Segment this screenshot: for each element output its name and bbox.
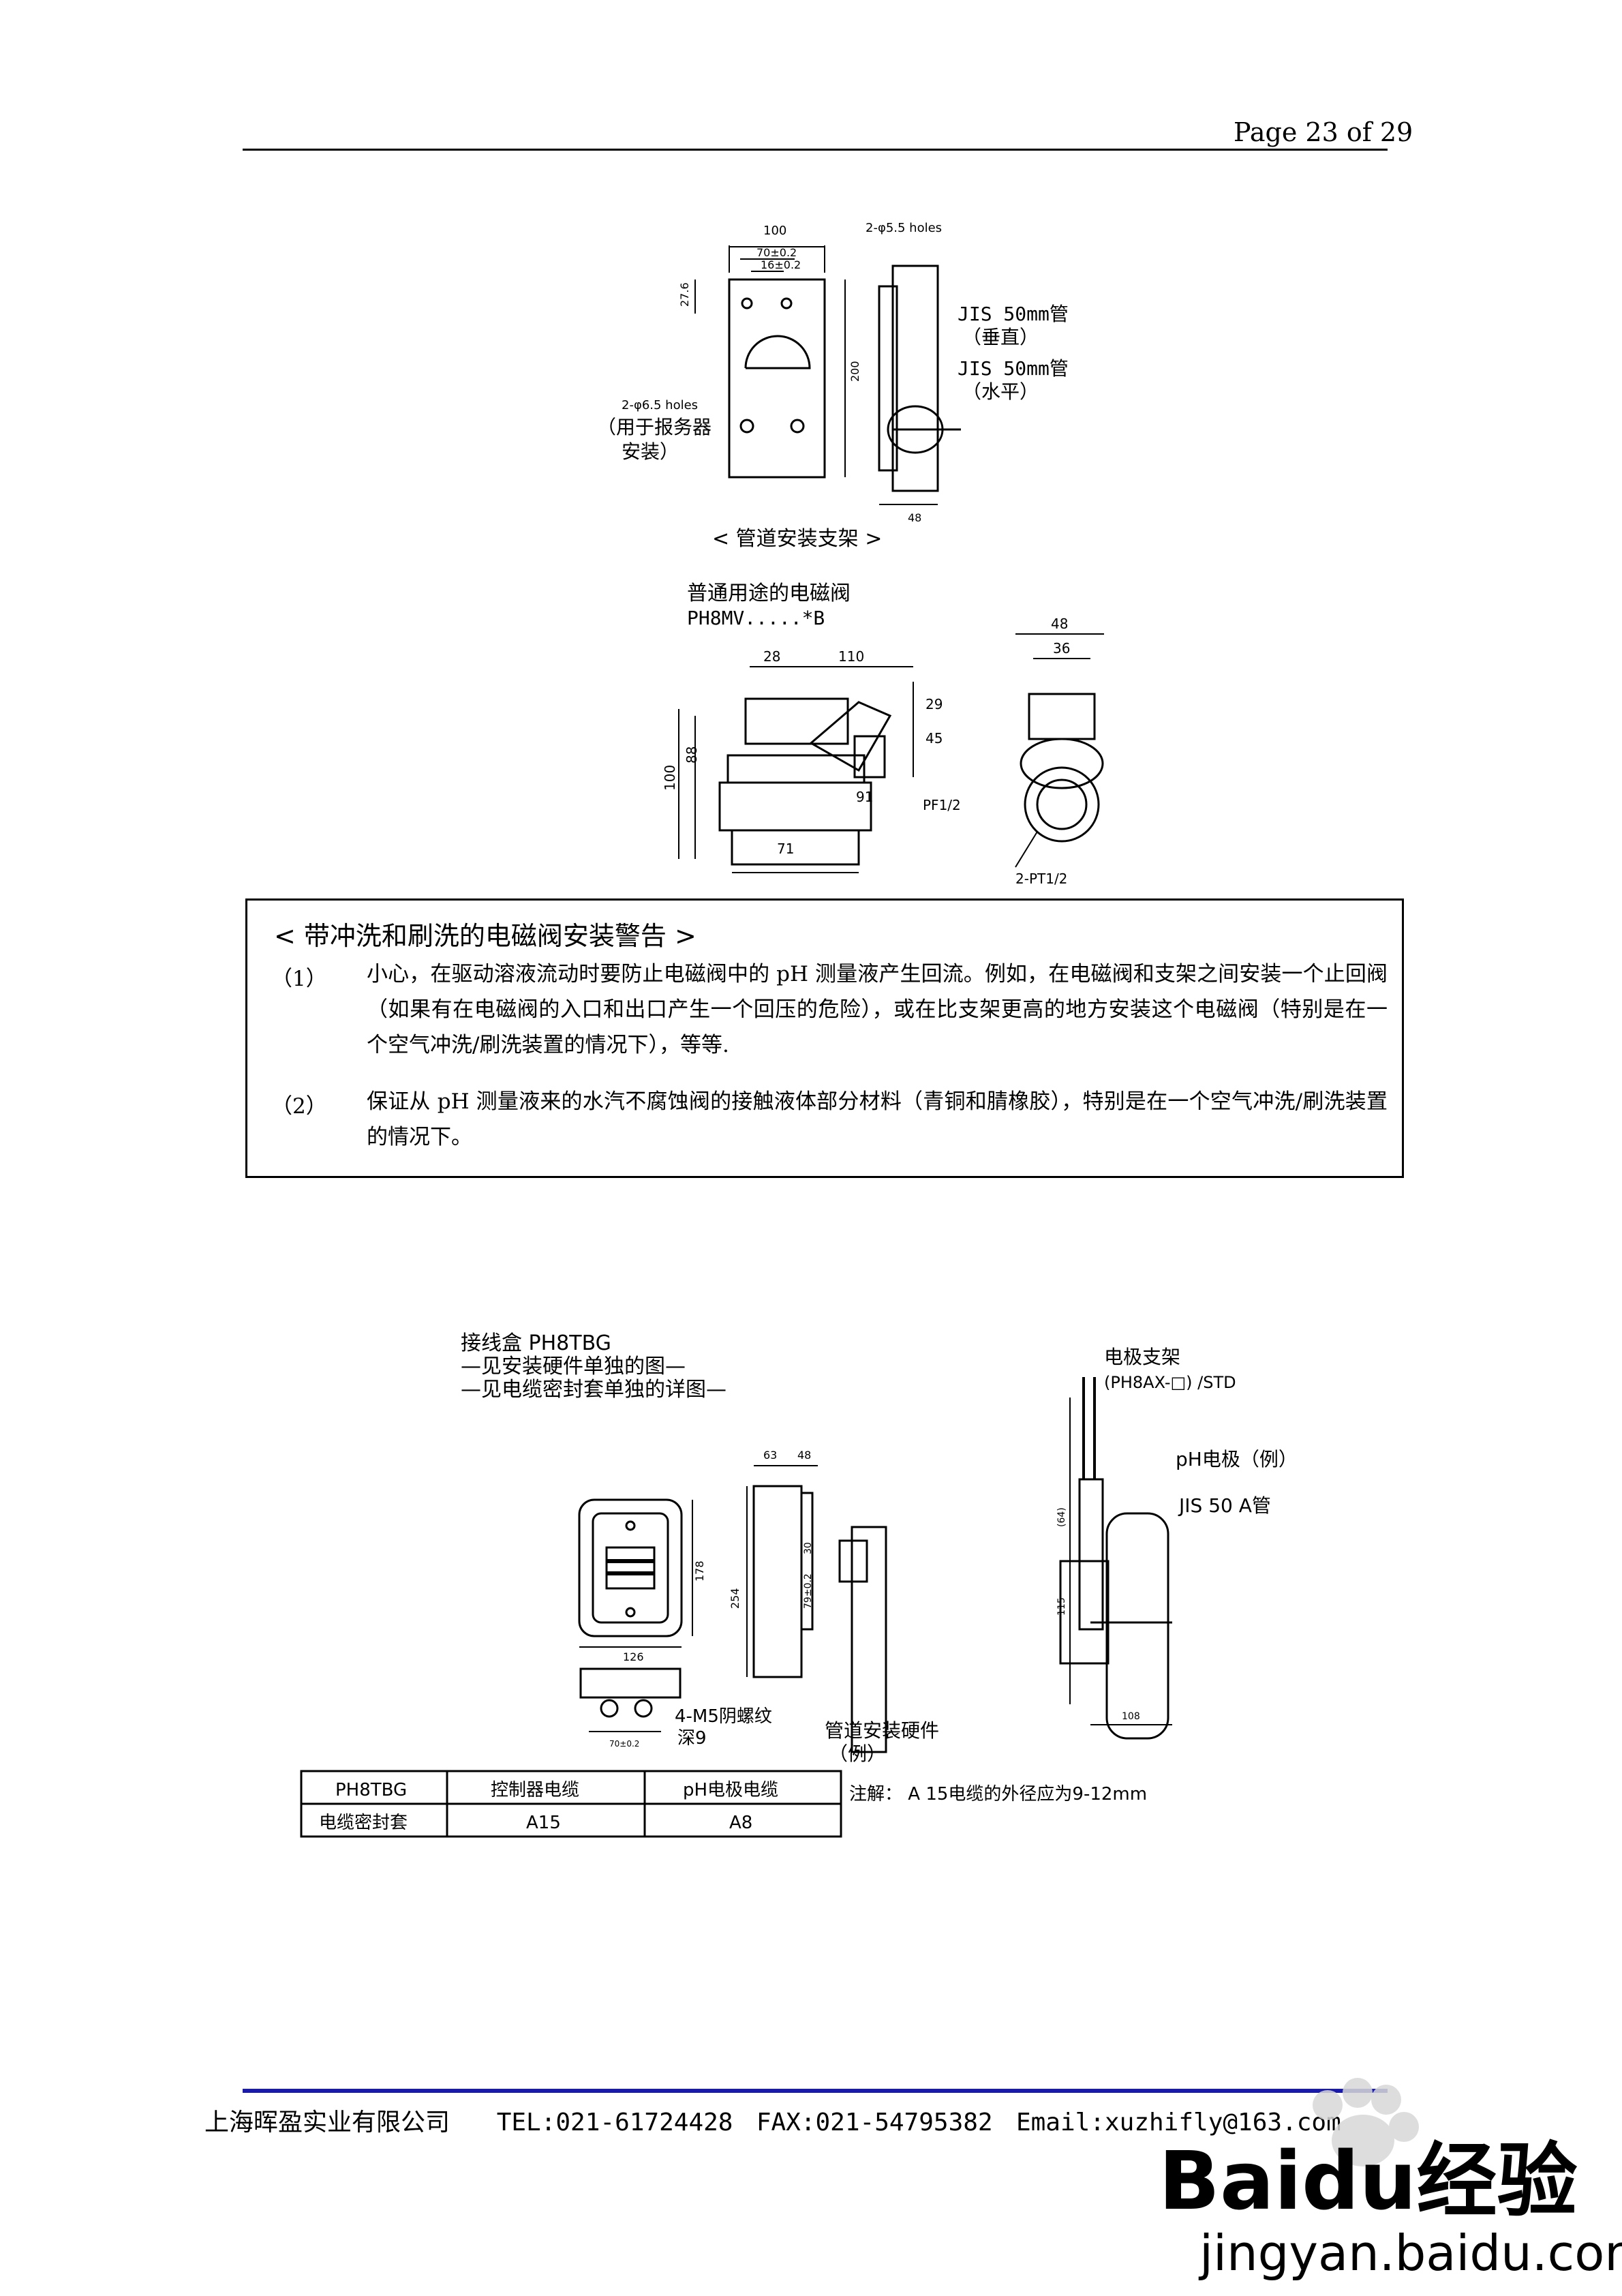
dim-254: 254 bbox=[729, 1588, 741, 1609]
ph-electrode-label: pH电极（例） bbox=[1176, 1448, 1298, 1470]
pipe-hardware-line2: （例） bbox=[829, 1742, 886, 1765]
dim-16: 16±0.2 bbox=[761, 258, 801, 271]
footer-fax: FAX:021-54795382 bbox=[756, 2109, 993, 2136]
dim-79: 79±0.2 bbox=[803, 1573, 814, 1609]
watermark-brand: Baidu经验 bbox=[1159, 2134, 1578, 2228]
junction-box-subtitle1: —见安装硬件单独的图— bbox=[461, 1355, 686, 1378]
dim-48-3: 48 bbox=[797, 1449, 811, 1462]
table-cell-1-1: A15 bbox=[526, 1813, 561, 1833]
pf-label: PF1/2 bbox=[923, 797, 961, 813]
table-cell-0-0: PH8TBG bbox=[335, 1780, 407, 1800]
bracket-caption: < 管道安装支架 > bbox=[712, 527, 882, 551]
warning-box bbox=[245, 898, 1404, 1178]
pipe-hardware-line1: 管道安装硬件 bbox=[825, 1719, 939, 1742]
dim-108: 108 bbox=[1122, 1711, 1140, 1722]
dim-115: 115 bbox=[1056, 1597, 1067, 1616]
holes-mid-label: 2-φ6.5 holes bbox=[622, 398, 698, 412]
footer-email: Email:xuzhifly@163.com bbox=[1015, 2109, 1341, 2136]
note-line2: 安装） bbox=[622, 440, 679, 463]
thread-label-line1: 4-M5阴螺纹 bbox=[675, 1706, 772, 1727]
baidu-watermark: Baidu经验 jingyan.baidu.com bbox=[1159, 2078, 1622, 2282]
dim-63: 63 bbox=[763, 1449, 777, 1462]
warning-item-1-text: 小心，在驱动溶液流动时要防止电磁阀中的 pH 测量液产生回流。例如，在电磁阀和支… bbox=[367, 962, 1388, 1057]
table-cell-0-2: pH电极电缆 bbox=[683, 1780, 778, 1800]
thread-label-line2: 深9 bbox=[677, 1728, 707, 1749]
dim-100: 100 bbox=[763, 224, 786, 238]
pipe-horizontal-line2: （水平） bbox=[962, 380, 1039, 403]
dim-30: 30 bbox=[803, 1542, 814, 1554]
dim-48-side: 48 bbox=[1051, 616, 1068, 632]
dim-71: 71 bbox=[777, 841, 794, 857]
valve-model: PH8MV.....*B bbox=[687, 607, 825, 629]
holes-top-label: 2-φ5.5 holes bbox=[866, 221, 942, 235]
junction-box-subtitle2: —见电缆密封套单独的详图— bbox=[461, 1378, 726, 1402]
dim-200: 200 bbox=[848, 361, 861, 382]
pipe-vertical-line2: （垂直） bbox=[962, 326, 1039, 348]
warning-item-1-number: （1） bbox=[271, 967, 327, 991]
junction-box-title: 接线盒 PH8TBG bbox=[461, 1331, 611, 1355]
dim-64: (64) bbox=[1056, 1507, 1067, 1527]
page-number: Page 23 of 29 bbox=[1234, 117, 1413, 147]
pipe-vertical-line1: JIS 50mm管 bbox=[958, 303, 1069, 325]
electrode-holder-model: (PH8AX-□) /STD bbox=[1104, 1373, 1236, 1392]
warning-title: < 带冲洗和刷洗的电磁阀安装警告 > bbox=[274, 921, 697, 951]
dim-36: 36 bbox=[1053, 640, 1070, 656]
solenoid-valve-drawing: 普通用途的电磁阀 PH8MV.....*B 28 110 29 45 88 10… bbox=[662, 581, 1104, 886]
dim-28: 28 bbox=[763, 648, 780, 665]
footer-company: 上海晖盈实业有限公司 bbox=[204, 2109, 450, 2136]
dim-178: 178 bbox=[693, 1560, 706, 1582]
pipe-mount-bracket-drawing: 100 70±0.2 16±0.2 2-φ5.5 holes 27.6 200 … bbox=[597, 221, 1069, 551]
footer-tel: TEL:021-61724428 bbox=[496, 2109, 733, 2136]
dim-45: 45 bbox=[925, 730, 943, 746]
footer-rule bbox=[243, 2089, 1388, 2093]
footer: 上海晖盈实业有限公司 TEL:021-61724428 FAX:021-5479… bbox=[204, 2102, 1341, 2138]
dim-91: 91 bbox=[856, 789, 873, 805]
dim-70-3: 70±0.2 bbox=[609, 1739, 639, 1749]
cable-note: 注解： A 15电缆的外径应为9-12mm bbox=[849, 1784, 1147, 1804]
warning-item-2-number: （2） bbox=[271, 1094, 327, 1119]
table-cell-1-2: A8 bbox=[729, 1813, 752, 1833]
watermark-url: jingyan.baidu.com bbox=[1198, 2224, 1622, 2282]
pipe-horizontal-line1: JIS 50mm管 bbox=[958, 357, 1069, 380]
table-cell-0-1: 控制器电缆 bbox=[491, 1780, 579, 1800]
note-line1: （用于报务器 bbox=[597, 416, 711, 438]
jis-pipe-label: JIS 50 A管 bbox=[1178, 1494, 1271, 1517]
header-rule bbox=[243, 149, 1388, 151]
dim-100: 100 bbox=[662, 765, 678, 791]
dim-27-6: 27.6 bbox=[678, 282, 691, 307]
dim-48: 48 bbox=[908, 511, 921, 524]
electrode-holder-title: 电极支架 bbox=[1104, 1346, 1180, 1368]
table-cell-1-0: 电缆密封套 bbox=[319, 1813, 408, 1833]
dim-110: 110 bbox=[838, 648, 864, 665]
junction-box-drawing: 接线盒 PH8TBG —见安装硬件单独的图— —见电缆密封套单独的详图— 电极支… bbox=[300, 1331, 1298, 1838]
dim-29: 29 bbox=[925, 696, 943, 712]
warning-item-2-text: 保证从 pH 测量液来的水汽不腐蚀阀的接触液体部分材料（青铜和腈橡胶），特别是在… bbox=[367, 1089, 1388, 1149]
dim-88: 88 bbox=[684, 746, 700, 764]
pt-label: 2-PT1/2 bbox=[1015, 871, 1067, 886]
valve-title: 普通用途的电磁阀 bbox=[687, 581, 851, 605]
dim-70: 70±0.2 bbox=[756, 246, 797, 259]
dim-126: 126 bbox=[623, 1650, 644, 1663]
